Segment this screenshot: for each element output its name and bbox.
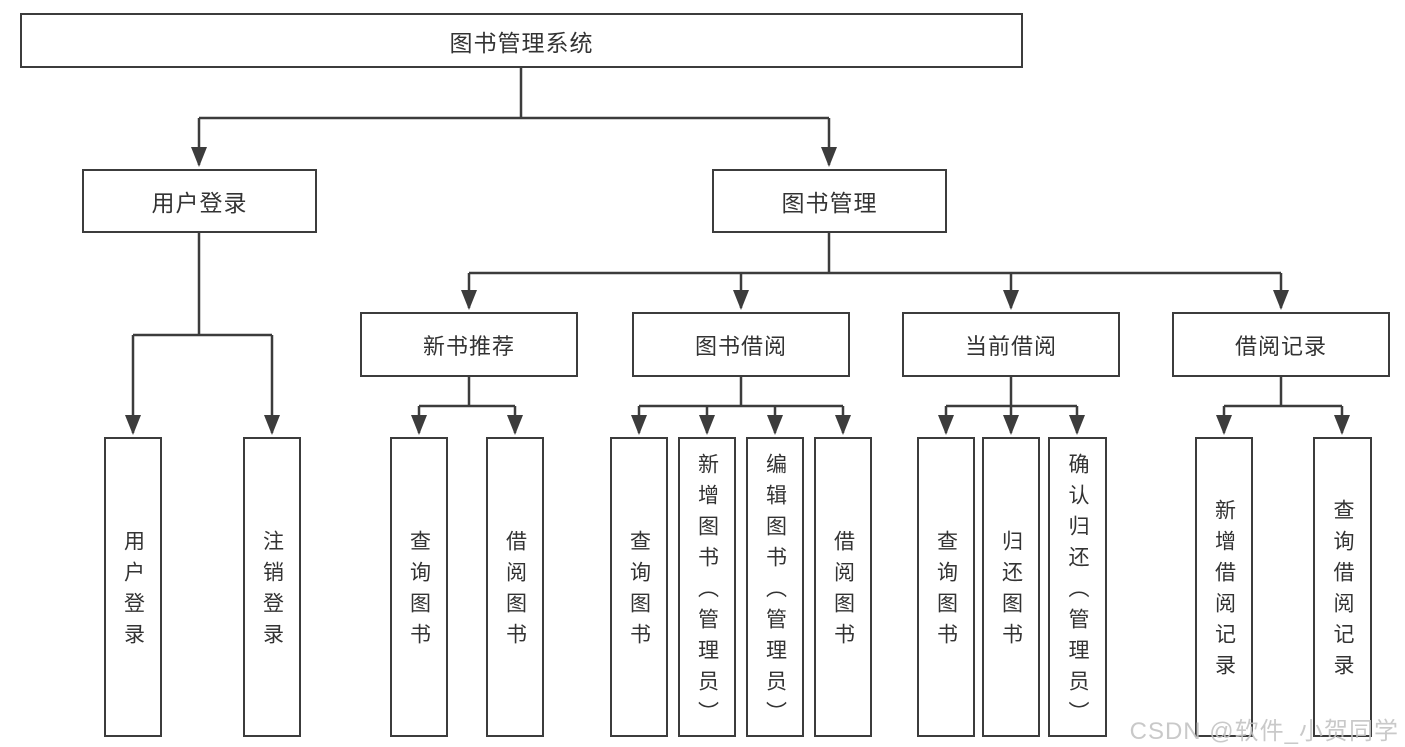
node-leaf-query-books-3: 查询图书 (917, 437, 975, 737)
connector-root-trunk (199, 68, 829, 120)
connector-user-login-trunk (133, 233, 272, 337)
node-leaf-add-borrow-record-label: 新增借阅记录 (1212, 499, 1236, 685)
node-library-system: 图书管理系统 (20, 13, 1023, 68)
node-leaf-user-login: 用户登录 (104, 437, 162, 737)
node-leaf-query-borrow-record: 查询借阅记录 (1313, 437, 1372, 737)
node-leaf-query-books-1: 查询图书 (390, 437, 448, 737)
node-current-borrow: 当前借阅 (902, 312, 1120, 377)
node-leaf-add-book-admin: 新增图书（管理员） (678, 437, 736, 737)
node-user-login: 用户登录 (82, 169, 317, 233)
node-borrow-records-label: 借阅记录 (1234, 333, 1327, 359)
node-leaf-edit-book-admin: 编辑图书（管理员） (746, 437, 804, 737)
node-leaf-confirm-return-admin-label: 确认归还（管理员） (1066, 452, 1089, 732)
node-user-login-label: 用户登录 (151, 190, 248, 216)
node-leaf-add-borrow-record: 新增借阅记录 (1195, 437, 1253, 737)
node-leaf-query-borrow-record-label: 查询借阅记录 (1331, 499, 1354, 685)
connector-borrow-records-trunk (1224, 377, 1342, 408)
watermark-text: CSDN @软件_小贺同学 (1129, 718, 1399, 745)
node-current-borrow-label: 当前借阅 (964, 333, 1057, 359)
node-leaf-query-books-1-label: 查询图书 (407, 530, 431, 654)
node-leaf-return-book-label: 归还图书 (999, 530, 1023, 654)
node-leaf-logout-label: 注销登录 (260, 530, 284, 654)
node-leaf-query-books-2-label: 查询图书 (627, 530, 651, 654)
connector-book-management-trunk (469, 233, 1281, 275)
node-leaf-edit-book-admin-label: 编辑图书（管理员） (763, 452, 787, 732)
node-book-management-label: 图书管理 (781, 190, 878, 216)
node-library-system-label: 图书管理系统 (449, 29, 594, 56)
connector-new-books-trunk (419, 377, 515, 408)
node-leaf-logout: 注销登录 (243, 437, 301, 737)
node-leaf-borrow-books-1: 借阅图书 (486, 437, 544, 737)
node-leaf-query-books-3-label: 查询图书 (934, 530, 958, 654)
connector-current-borrow-trunk (946, 377, 1077, 408)
node-leaf-borrow-books-2-label: 借阅图书 (831, 530, 855, 654)
node-borrow-records: 借阅记录 (1172, 312, 1390, 377)
node-leaf-add-book-admin-label: 新增图书（管理员） (695, 452, 719, 732)
node-book-borrow-label: 图书借阅 (694, 333, 787, 359)
node-leaf-borrow-books-2: 借阅图书 (814, 437, 872, 737)
node-leaf-return-book: 归还图书 (982, 437, 1040, 737)
node-book-borrow: 图书借阅 (632, 312, 850, 377)
node-leaf-confirm-return-admin: 确认归还（管理员） (1048, 437, 1107, 737)
node-leaf-query-books-2: 查询图书 (610, 437, 668, 737)
node-leaf-borrow-books-1-label: 借阅图书 (503, 530, 527, 654)
node-book-management: 图书管理 (712, 169, 947, 233)
connector-book-borrow-trunk (639, 377, 843, 408)
node-new-books: 新书推荐 (360, 312, 578, 377)
node-leaf-user-login-label: 用户登录 (121, 530, 145, 654)
node-new-books-label: 新书推荐 (422, 333, 515, 359)
